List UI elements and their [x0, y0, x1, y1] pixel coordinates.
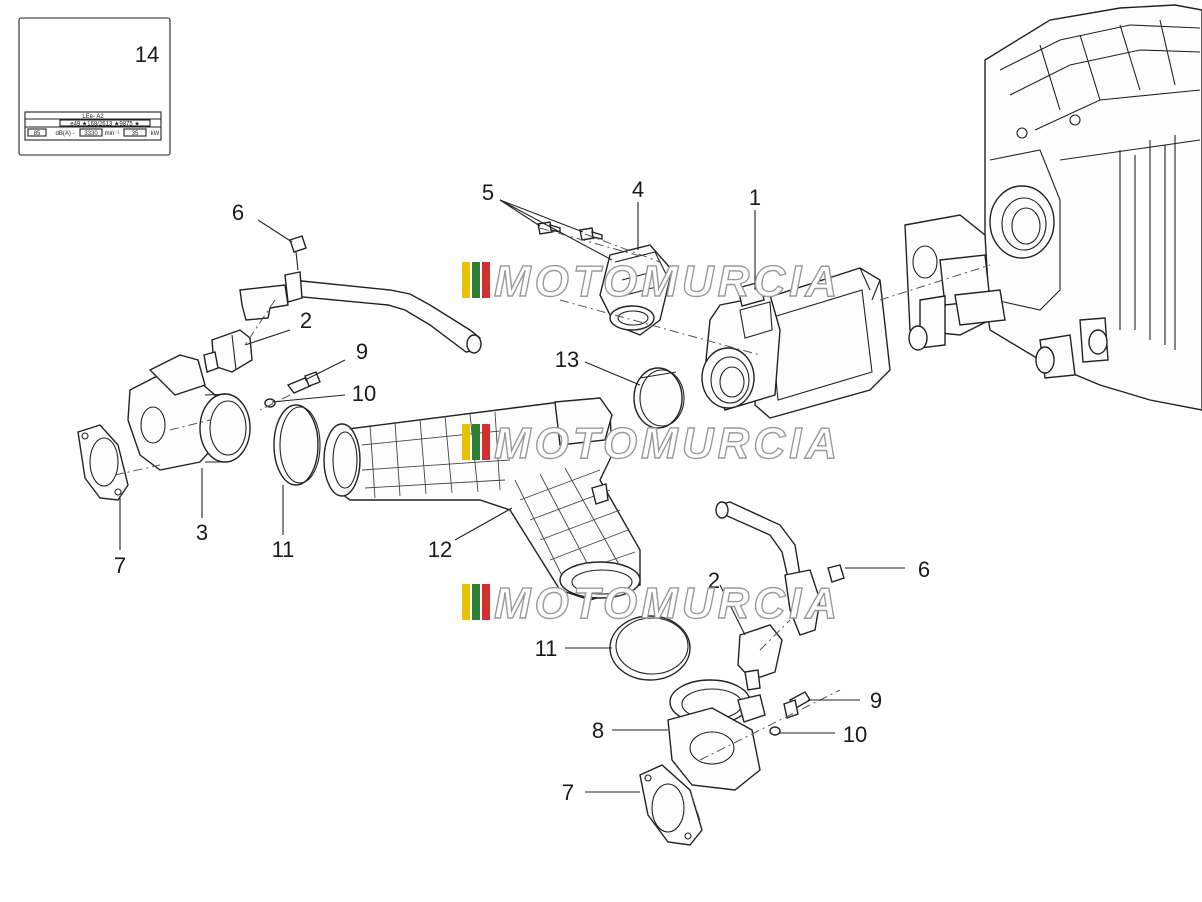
label-4: 4 [632, 177, 644, 202]
label-7-lower: 7 [562, 780, 574, 805]
watermark-text: MOTOMURCIA [494, 419, 841, 468]
label-plate: LEe- A2 e49 ★168/2613 ★9875 ★ 85 dB(A) -… [24, 111, 162, 141]
part-7-gasket-left [77, 424, 129, 501]
leader-lines [119, 199, 905, 793]
label-2-lower: 2 [708, 568, 720, 593]
label-10-upper: 10 [352, 381, 376, 406]
label-3: 3 [196, 520, 208, 545]
plate-kw-value: 35 [132, 131, 139, 137]
part-14-label-plate-box: 14 LEe- A2 e49 ★168/2613 ★9875 ★ 85 dB(A… [18, 17, 171, 156]
label-10-lower: 10 [843, 722, 867, 747]
label-7-upper: 7 [114, 553, 126, 578]
label-9-upper: 9 [356, 339, 368, 364]
watermark-2: MOTOMURCIA [462, 418, 841, 469]
breather-pipe-lower [715, 501, 845, 636]
assembly-axis-lines [114, 227, 991, 821]
flag-stripe [472, 584, 480, 620]
part-13-clamp [633, 367, 685, 429]
part-3-intake-manifold [127, 354, 251, 471]
label-14: 14 [135, 42, 159, 67]
label-2-upper: 2 [300, 308, 312, 333]
flag-stripe [472, 262, 480, 298]
part-11-clamp-lower [609, 615, 691, 681]
plate-kw-unit: kW [151, 131, 160, 137]
part-8-intake-manifold [667, 679, 766, 791]
label-8: 8 [592, 718, 604, 743]
label-9-lower: 9 [870, 688, 882, 713]
breather-pipe-upper [239, 235, 482, 354]
label-11-upper: 11 [272, 537, 295, 562]
label-13: 13 [555, 347, 579, 372]
flag-stripe [482, 424, 490, 460]
part-2-injector-upper [203, 329, 253, 373]
flag-stripe [482, 584, 490, 620]
watermark-text: MOTOMURCIA [494, 579, 841, 628]
flag-stripe [472, 424, 480, 460]
flag-stripe [462, 262, 470, 298]
part-number-labels: 1 4 5 6 2 9 10 13 3 11 7 12 6 2 11 9 10 … [114, 177, 930, 805]
plate-header: LEe- A2 [82, 114, 104, 120]
watermark-3: MOTOMURCIA [462, 578, 841, 629]
flag-stripe [462, 584, 470, 620]
part-5-screws [537, 221, 603, 241]
part-7-gasket-lower [639, 764, 703, 846]
flag-stripe [462, 424, 470, 460]
watermark-1: MOTOMURCIA [462, 256, 841, 307]
plate-row1: e49 ★168/2613 ★9875 ★ [70, 121, 140, 128]
label-1: 1 [749, 185, 761, 210]
part-2-injector-lower [737, 624, 783, 691]
part-9-10-screw-washer-upper [264, 371, 321, 408]
label-12: 12 [428, 537, 452, 562]
plate-rpm-unit: min⁻¹ [105, 131, 120, 137]
part-12-y-intake-duct [323, 397, 641, 601]
part-4-sensor [599, 244, 673, 336]
flag-stripe [482, 262, 490, 298]
plate-rpm-value: 3330 [84, 131, 98, 137]
label-6-upper: 6 [232, 200, 244, 225]
engine-block-drawing [904, 4, 1202, 411]
part-1-throttle-body [701, 267, 891, 419]
watermark-text: MOTOMURCIA [494, 257, 841, 306]
plate-db-value: 85 [34, 131, 41, 137]
label-5: 5 [482, 180, 494, 205]
label-11-lower: 11 [535, 636, 558, 661]
plate-db-unit: dB(A) - [55, 131, 74, 137]
label-6-lower: 6 [918, 557, 930, 582]
part-9-10-screw-washer-lower [769, 691, 811, 736]
part-11-clamp-left [273, 404, 321, 486]
